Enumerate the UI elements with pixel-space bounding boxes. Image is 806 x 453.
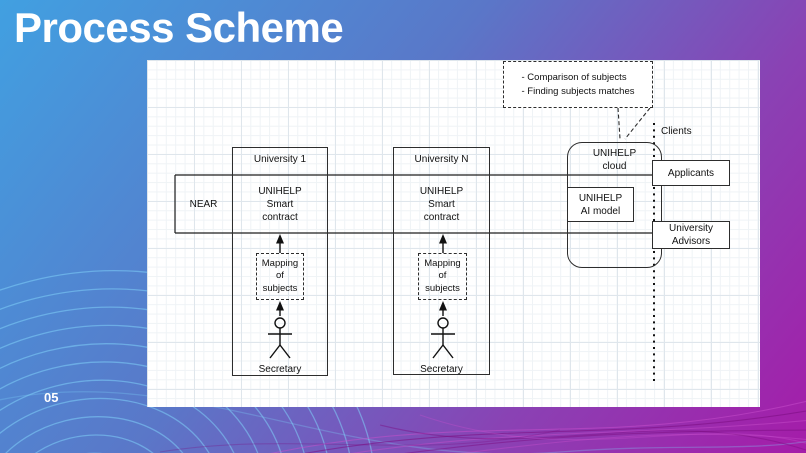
unihelp-ai-model-label: UNIHELP AI model: [578, 192, 623, 217]
callout-note: - Comparison of subjects - Finding subje…: [503, 61, 653, 108]
callout-text: - Comparison of subjects - Finding subje…: [521, 71, 635, 97]
university-advisors-box: University Advisors: [652, 221, 730, 249]
university-n-mapping-box: Mapping of subjects: [418, 253, 467, 300]
university-n-secretary-label: Secretary: [420, 363, 463, 375]
near-label: NEAR: [189, 198, 218, 210]
applicants-box: Applicants: [652, 160, 730, 186]
university-n-mapping-label: Mapping of subjects: [424, 257, 461, 294]
university-1-box: [232, 147, 328, 376]
page-number: 05: [44, 390, 59, 405]
unihelp-cloud-title: UNIHELP cloud: [592, 148, 637, 172]
wave-lines-bottom-right: [159, 400, 806, 453]
diagram-panel: - Comparison of subjects - Finding subje…: [147, 60, 760, 407]
unihelp-ai-model-box: UNIHELP AI model: [567, 187, 634, 222]
university-1-title: University 1: [253, 153, 307, 165]
university-1-mapping-box: Mapping of subjects: [256, 253, 304, 300]
clients-label: Clients: [661, 125, 692, 137]
callout-pointer: [617, 107, 651, 140]
university-1-mapping-label: Mapping of subjects: [261, 257, 299, 294]
slide-title: Process Scheme: [14, 4, 344, 51]
applicants-label: Applicants: [667, 167, 715, 179]
university-1-secretary-label: Secretary: [258, 363, 302, 375]
university-n-title: University N: [414, 153, 469, 165]
university-advisors-label: University Advisors: [669, 223, 713, 247]
university-1-smart-contract-label: UNIHELP Smart contract: [258, 185, 302, 223]
university-n-box: [393, 147, 490, 375]
university-n-smart-contract-label: UNIHELP Smart contract: [419, 185, 464, 223]
